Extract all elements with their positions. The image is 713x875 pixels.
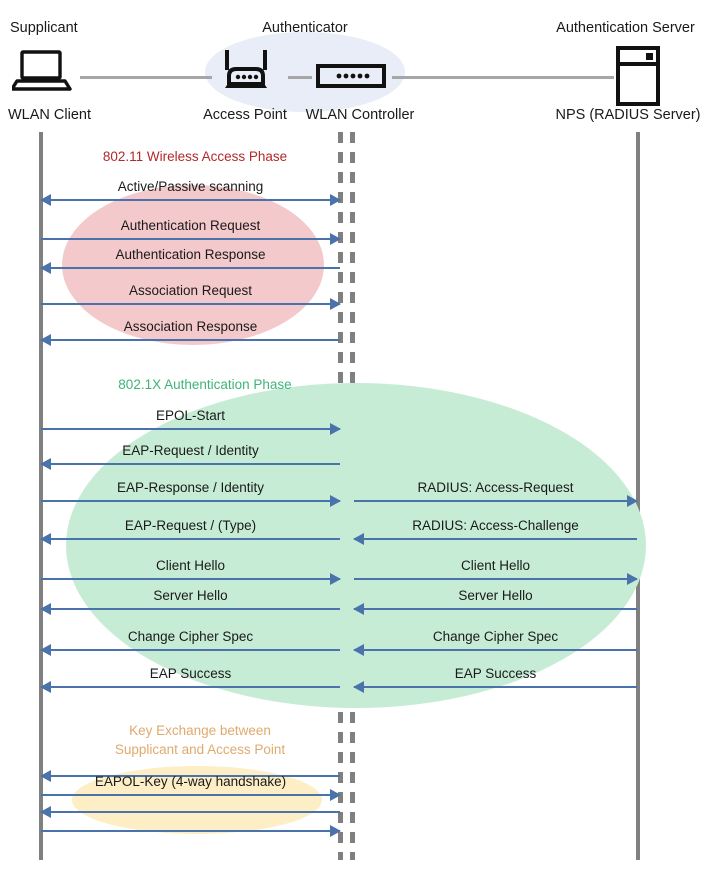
phase-blob-dot1x [66, 383, 646, 708]
authenticator-group-highlight [205, 32, 405, 112]
message-line [41, 267, 340, 269]
actor-role-authentication-server: Authentication Server [556, 20, 695, 36]
laptop-icon [10, 50, 72, 97]
message-label: Change Cipher Spec [127, 629, 254, 644]
phase-label-key-exchange-line2: Supplicant and Access Point [114, 742, 286, 757]
phase-label-key-exchange-line1: Key Exchange between [129, 723, 271, 738]
arrowhead-left-icon [40, 194, 51, 206]
message-label: RADIUS: Access-Challenge [412, 518, 579, 533]
access-point-icon [215, 48, 277, 99]
message-line [354, 578, 637, 580]
lifeline-supplicant [39, 132, 43, 860]
message-label: EAP-Response / Identity [116, 480, 265, 495]
arrowhead-right-icon [330, 495, 341, 507]
message-label: EAPOL-Key (4-way handshake) [94, 774, 287, 789]
message-label: Association Response [123, 319, 258, 334]
actor-device-access-point: Access Point [203, 107, 287, 123]
message-line [41, 500, 340, 502]
connector-controller-to-server [392, 76, 614, 79]
actor-role-authenticator: Authenticator [262, 20, 348, 36]
arrowhead-left-icon [40, 533, 51, 545]
arrowhead-right-icon [330, 194, 341, 206]
wlan-controller-icon [316, 62, 386, 95]
lifeline-authentication-server [636, 132, 640, 860]
message-line [354, 649, 637, 651]
message-line [41, 649, 340, 651]
message-label: Client Hello [460, 558, 531, 573]
message-line [354, 608, 637, 610]
phase-blob-key-exchange [72, 766, 322, 834]
message-label: Association Request [128, 283, 253, 298]
arrowhead-left-icon [40, 334, 51, 346]
message-label: EAP Success [149, 666, 232, 681]
arrowhead-right-icon [330, 423, 341, 435]
message-line [41, 578, 340, 580]
arrowhead-right-icon [330, 233, 341, 245]
message-line [41, 303, 340, 305]
message-line [41, 199, 340, 201]
message-label: Server Hello [153, 588, 228, 603]
message-line [354, 500, 637, 502]
message-line [41, 238, 340, 240]
message-line [41, 463, 340, 465]
message-label: EAP-Request / Identity [122, 443, 259, 458]
message-label: Server Hello [458, 588, 533, 603]
message-line [41, 428, 340, 430]
message-line [41, 608, 340, 610]
message-label: EAP-Request / (Type) [124, 518, 257, 533]
message-label: EPOL-Start [155, 408, 226, 423]
message-line [41, 339, 340, 341]
arrowhead-left-icon [40, 681, 51, 693]
message-line [354, 686, 637, 688]
actor-device-wlan-controller: WLAN Controller [305, 107, 415, 123]
phase-label-wireless: 802.11 Wireless Access Phase [102, 149, 288, 164]
arrowhead-right-icon [330, 789, 341, 801]
arrowhead-left-icon [40, 806, 51, 818]
message-label: Authentication Response [115, 247, 266, 262]
arrowhead-left-icon [40, 262, 51, 274]
message-line [41, 775, 340, 777]
phase-label-dot1x: 802.1X Authentication Phase [118, 377, 292, 392]
message-label: Change Cipher Spec [432, 629, 559, 644]
arrowhead-left-icon [40, 458, 51, 470]
connector-client-to-ap [80, 76, 212, 79]
actor-device-wlan-client: WLAN Client [8, 107, 91, 123]
actor-role-supplicant: Supplicant [10, 20, 78, 36]
server-icon [616, 46, 660, 111]
arrowhead-right-icon [330, 825, 341, 837]
arrowhead-left-icon [353, 681, 364, 693]
arrowhead-left-icon [40, 603, 51, 615]
message-line [41, 538, 340, 540]
message-line [41, 830, 340, 832]
arrowhead-right-icon [330, 573, 341, 585]
arrowhead-left-icon [353, 533, 364, 545]
actor-device-nps: NPS (RADIUS Server) [555, 107, 701, 123]
phase-blob-wireless [62, 185, 324, 345]
message-line [41, 686, 340, 688]
message-label: EAP Success [454, 666, 537, 681]
message-line [41, 811, 340, 813]
arrowhead-right-icon [330, 298, 341, 310]
message-label: Client Hello [155, 558, 226, 573]
arrowhead-left-icon [40, 644, 51, 656]
connector-ap-to-controller [288, 76, 312, 79]
message-line [354, 538, 637, 540]
message-line [41, 794, 340, 796]
message-label: Active/Passive scanning [117, 179, 264, 194]
arrowhead-right-icon [627, 573, 638, 585]
arrowhead-left-icon [353, 603, 364, 615]
arrowhead-left-icon [40, 770, 51, 782]
message-label: RADIUS: Access-Request [417, 480, 574, 495]
message-label: Authentication Request [120, 218, 261, 233]
arrowhead-right-icon [627, 495, 638, 507]
phase-label-key-exchange: Key Exchange between Supplicant and Acce… [80, 721, 320, 759]
arrowhead-left-icon [353, 644, 364, 656]
